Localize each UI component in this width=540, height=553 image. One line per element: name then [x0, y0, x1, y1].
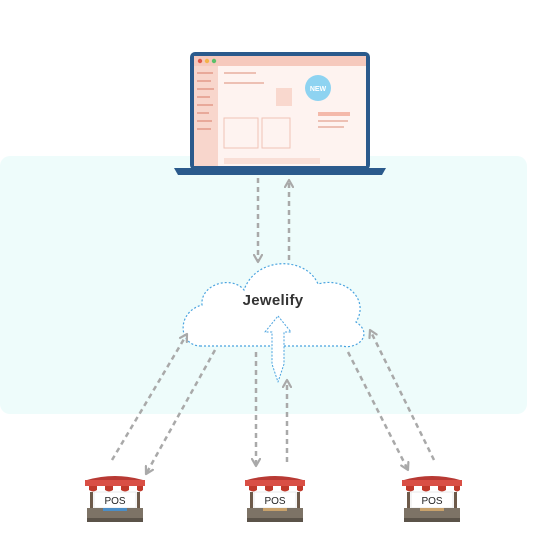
arrow-cloud-to-pos-right: [346, 351, 408, 470]
cloud-label: Jewelify: [243, 292, 304, 309]
arrow-cloud-to-pos-left: [146, 349, 217, 474]
pos-terminal-center: POS: [245, 476, 305, 522]
arrow-pos-right-to-cloud: [370, 330, 436, 461]
pos-label: POS: [104, 496, 125, 507]
connection-arrows: [110, 178, 436, 474]
pos-label: POS: [264, 496, 285, 507]
pos-terminal-left: POS: [85, 476, 145, 522]
new-badge: NEW: [310, 86, 327, 93]
laptop-icon: NEW: [174, 52, 386, 175]
pos-terminal-right: POS: [402, 476, 462, 522]
jewelify-cloud: Jewelify: [182, 263, 365, 383]
arrow-pos-left-to-cloud: [110, 334, 187, 461]
pos-label: POS: [421, 496, 442, 507]
